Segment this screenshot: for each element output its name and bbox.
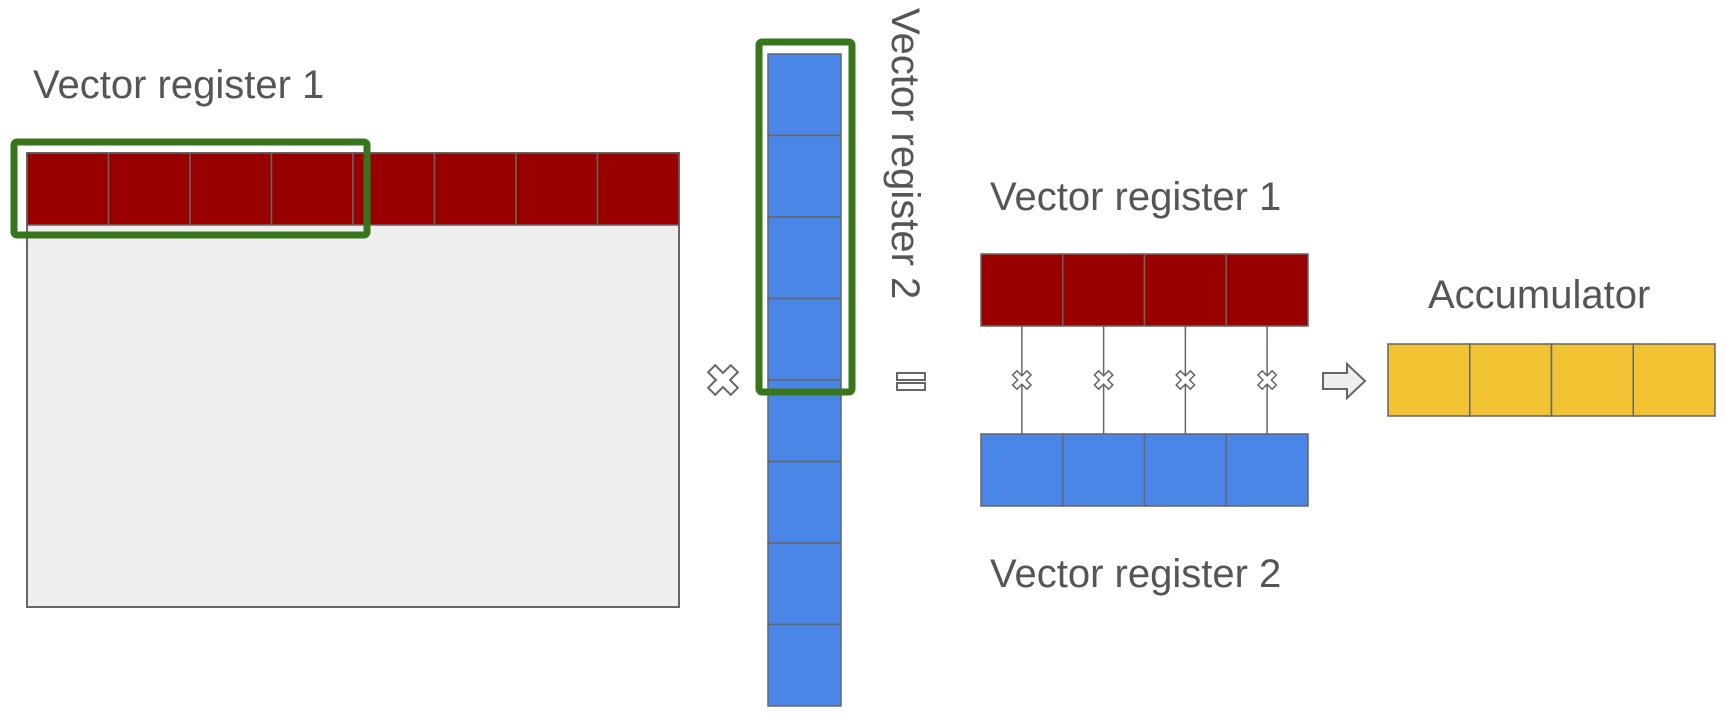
- lane-multiply-icon: [1256, 369, 1278, 391]
- column-vector-cell: [767, 460, 842, 544]
- column-vector-cell: [767, 297, 842, 381]
- detail-register-1: [980, 253, 1309, 327]
- detail-register-2-label: Vector register 2: [990, 552, 1281, 596]
- matrix-row: [26, 152, 680, 226]
- matrix-row-cell: [189, 152, 273, 226]
- detail-register-2-cell: [1143, 433, 1227, 507]
- matrix-row-cell: [515, 152, 599, 226]
- multiply-icon: [706, 363, 740, 397]
- matrix-row-cell: [596, 152, 680, 226]
- equals-icon: [896, 372, 926, 391]
- multiply-lanes: [1011, 326, 1278, 434]
- column-vector-cell: [767, 134, 842, 218]
- detail-register-2-cell: [980, 433, 1064, 507]
- matrix-body: [26, 152, 680, 608]
- accumulator-cell: [1632, 343, 1716, 417]
- column-vector-cell: [767, 623, 842, 707]
- matrix-row-cell: [270, 152, 354, 226]
- detail-register-1-cell: [1225, 253, 1309, 327]
- matrix-row-cell: [433, 152, 517, 226]
- column-register-label: Vector register 2: [883, 8, 927, 299]
- matrix-row-highlight: [10, 138, 371, 239]
- accumulator-cell: [1469, 343, 1553, 417]
- matrix-row-register-label: Vector register 1: [33, 63, 324, 107]
- accumulator: [1387, 343, 1716, 417]
- column-vector-cell: [767, 216, 842, 300]
- accumulator-label: Accumulator: [1428, 273, 1650, 317]
- detail-register-2: [980, 433, 1309, 507]
- lane-multiply-icon: [1011, 369, 1033, 391]
- column-vector-highlight: [755, 38, 856, 396]
- arrow-right-icon: [1322, 361, 1367, 401]
- detail-register-1-cell: [1143, 253, 1227, 327]
- matrix-row-cell: [26, 152, 110, 226]
- accumulator-cell: [1387, 343, 1471, 417]
- matrix-row-cell: [107, 152, 191, 226]
- lane-multiply-icon: [1175, 369, 1196, 391]
- column-vector-cell: [767, 53, 842, 137]
- column-vector-cell: [767, 542, 842, 626]
- lane-multiply-icon: [1093, 369, 1114, 391]
- accumulator-cell: [1550, 343, 1634, 417]
- detail-register-2-cell: [1225, 433, 1309, 507]
- column-vector: [767, 53, 842, 707]
- detail-register-1-cell: [1062, 253, 1146, 327]
- detail-register-2-cell: [1062, 433, 1146, 507]
- detail-register-1-label: Vector register 1: [990, 175, 1281, 219]
- detail-register-1-cell: [980, 253, 1064, 327]
